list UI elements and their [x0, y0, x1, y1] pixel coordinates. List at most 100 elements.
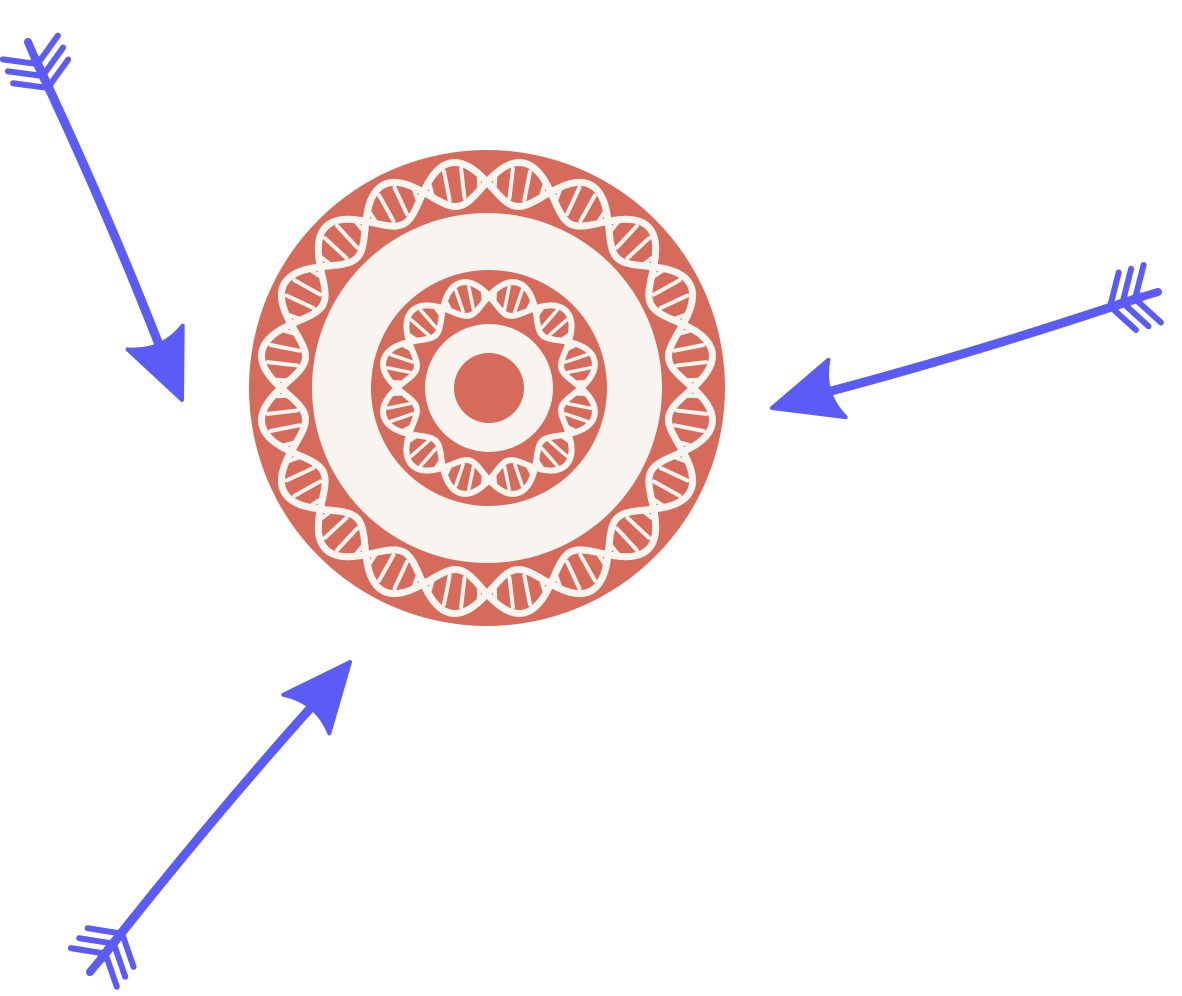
helix-rung	[392, 559, 409, 591]
helix-strand	[258, 159, 716, 617]
helix-rung	[377, 193, 396, 223]
arrow-fletching	[1132, 295, 1164, 326]
helix-rung	[467, 284, 476, 311]
helix-rung	[323, 236, 349, 261]
helix-rung	[284, 293, 316, 310]
helix-rung	[385, 366, 412, 375]
arrow-fletching	[119, 930, 137, 970]
helix-rung	[658, 293, 690, 310]
helix-rung	[578, 553, 597, 583]
arrow-shaft	[805, 292, 1146, 402]
helix-rung	[672, 343, 706, 353]
arrow-right	[769, 261, 1164, 420]
arrow-fletching	[4, 68, 46, 79]
helix-rung	[419, 446, 438, 468]
helix-rung	[563, 412, 589, 423]
helix-rung	[547, 318, 569, 337]
helix-rung	[409, 439, 431, 458]
helix-rung	[565, 559, 582, 591]
helix-rung	[614, 526, 639, 552]
helix-strand	[380, 279, 598, 497]
arrow-fletching	[1107, 269, 1122, 310]
arrow-fletching	[44, 56, 72, 91]
helix-rung	[335, 526, 360, 552]
helix-rung	[614, 224, 639, 250]
target-icon	[249, 150, 725, 626]
inner-dna-helix	[380, 279, 598, 497]
arrow-fletching	[1119, 299, 1152, 330]
helix-rung	[268, 343, 302, 353]
helix-rung	[502, 465, 511, 492]
helix-rung	[442, 573, 452, 607]
arrow-shaft	[97, 688, 329, 963]
helix-rung	[547, 439, 569, 458]
helix-rung	[454, 462, 465, 488]
helix-rung	[265, 360, 299, 368]
helix-rung	[565, 185, 582, 217]
arrow-fletching	[1107, 303, 1139, 333]
helix-rung	[268, 423, 302, 433]
arrow-fletching	[34, 32, 61, 68]
helix-rung	[284, 466, 316, 483]
helix-rung	[625, 515, 651, 540]
helix-rung	[566, 401, 593, 410]
helix-rung	[625, 236, 651, 261]
outer-dna-helix	[258, 159, 716, 617]
arrow-nock	[86, 937, 120, 976]
arrows-group	[0, 32, 1164, 990]
helix-rung	[335, 224, 360, 250]
helix-rung	[467, 465, 476, 492]
helix-rung	[507, 166, 515, 200]
helix-rung	[389, 353, 415, 364]
helix-rung	[292, 278, 322, 297]
arrow-fletching	[110, 940, 129, 980]
helix-rung	[454, 288, 465, 314]
helix-rung	[652, 479, 682, 498]
helix-rung	[323, 515, 349, 540]
arrowhead	[281, 660, 353, 736]
helix-rung	[419, 308, 438, 330]
arrow-shaft	[30, 54, 171, 368]
arrow-fletching	[0, 56, 41, 68]
arrow-fletching	[10, 80, 51, 91]
arrow-nock	[1115, 288, 1162, 308]
arrow-fletching	[1119, 265, 1135, 306]
helix-rung	[442, 169, 452, 203]
helix-rung	[675, 408, 709, 416]
helix-rung	[566, 366, 593, 375]
target-bullseye	[454, 353, 524, 423]
helix-rung	[507, 576, 515, 610]
arrow-fletching	[39, 44, 67, 79]
helix-rung	[392, 185, 409, 217]
helix-rung	[513, 288, 524, 314]
helix-rung	[540, 308, 559, 330]
arrowhead	[769, 357, 848, 420]
helix-rung	[522, 573, 532, 607]
helix-rung	[459, 166, 467, 200]
arrowhead	[125, 323, 185, 402]
arrow-fletching	[1132, 261, 1147, 302]
helix-rung	[377, 553, 396, 583]
helix-rung	[652, 278, 682, 297]
helix-rung	[409, 318, 431, 337]
helix-rung	[563, 353, 589, 364]
arrow-top-left	[0, 32, 185, 402]
arrow-fletching	[67, 945, 109, 957]
arrow-bottom-left	[67, 660, 353, 990]
helix-rung	[578, 193, 597, 223]
helix-rung	[672, 423, 706, 433]
helix-rung	[389, 412, 415, 423]
arrow-fletching	[84, 925, 126, 937]
helix-rung	[459, 576, 467, 610]
arrow-fletching	[102, 950, 120, 990]
arrow-fletching	[76, 935, 117, 947]
helix-rung	[658, 466, 690, 483]
helix-rung	[265, 408, 299, 416]
helix-rung	[540, 446, 559, 468]
helix-rung	[675, 360, 709, 368]
helix-rung	[502, 284, 511, 311]
helix-rung	[513, 462, 524, 488]
arrow-nock	[24, 38, 48, 83]
helix-rung	[385, 401, 412, 410]
